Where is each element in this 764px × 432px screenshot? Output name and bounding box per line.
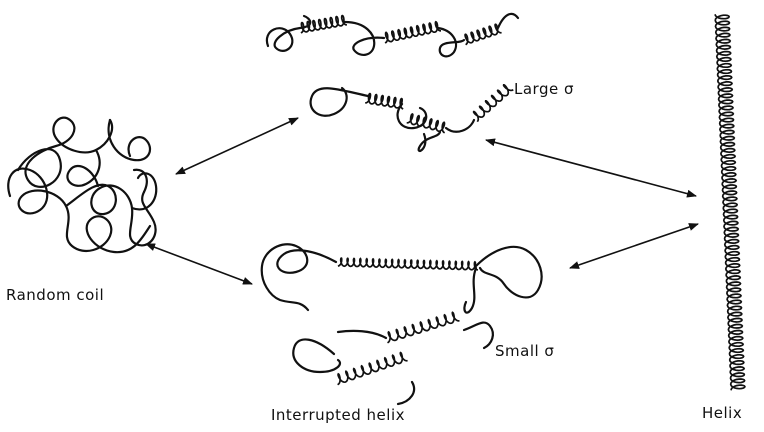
helix-coil-turns — [385, 22, 441, 43]
random-coil-strand — [8, 118, 156, 253]
large-sigma-helix-segment — [407, 114, 445, 133]
label-interrupted-helix: Interrupted helix — [271, 406, 405, 424]
arrow-interrupted-to-helix — [570, 224, 698, 268]
full-helix — [715, 14, 745, 390]
label-random-coil: Random coil — [6, 286, 104, 304]
label-large-sigma: Large σ — [514, 80, 574, 98]
helix-coil-turns — [338, 353, 408, 385]
small-sigma-helix-segment — [338, 258, 478, 270]
helix-coil-turns — [715, 14, 745, 390]
helix-coil-turns — [465, 24, 502, 44]
arrow-random-to-interrupted — [146, 244, 252, 284]
small-sigma-helix-segment — [338, 353, 408, 385]
large-sigma-helix-segment — [474, 85, 514, 122]
arrow-random-to-large — [176, 118, 298, 174]
helix-coil-turns — [388, 312, 460, 342]
helix-coil-turns — [338, 258, 478, 270]
helix-coil-turns — [407, 114, 445, 133]
label-helix: Helix — [702, 404, 742, 422]
large-sigma-helix-segment — [385, 22, 441, 43]
label-small-sigma: Small σ — [495, 342, 554, 360]
arrow-large-to-helix — [486, 140, 696, 196]
small-sigma-helix-segment — [388, 312, 460, 342]
large-sigma-helix-segment — [465, 24, 502, 44]
helix-coil-turns — [365, 94, 403, 109]
helix-coil-turns — [474, 85, 514, 122]
large-sigma-helix-segment — [365, 94, 403, 109]
